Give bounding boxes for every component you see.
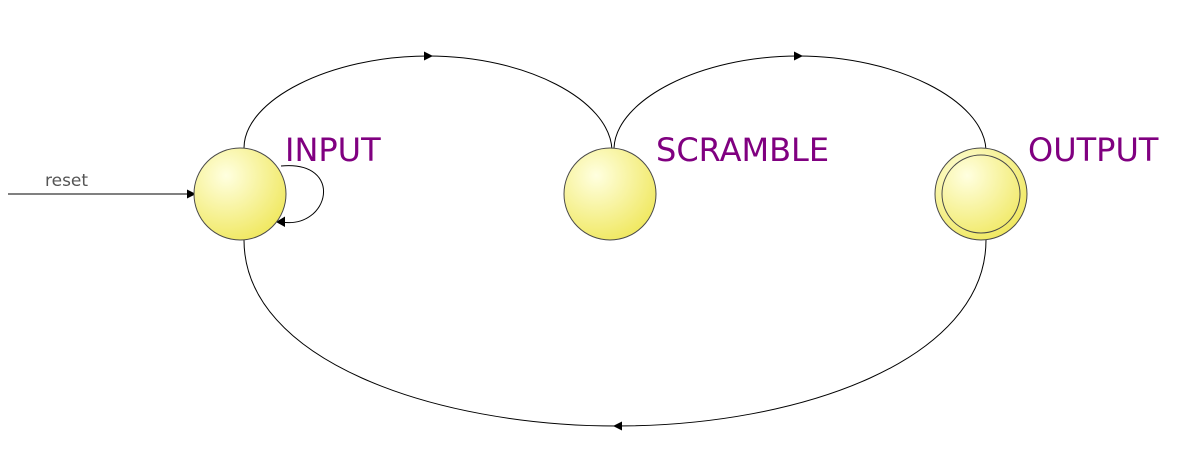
transition-input-self-loop xyxy=(280,165,324,224)
state-scramble xyxy=(563,147,657,241)
state-label-input: INPUT xyxy=(285,131,381,169)
reset-arrowhead xyxy=(187,189,196,199)
state-label-output: OUTPUT xyxy=(1028,131,1159,169)
state-output-accepting-ring xyxy=(941,154,1021,234)
transition-output-to-input xyxy=(243,239,987,427)
reset-label: reset xyxy=(45,171,88,191)
arrowhead-input-self-loop xyxy=(276,216,285,227)
state-label-scramble: SCRAMBLE xyxy=(656,131,829,169)
arrowhead-output-to-input xyxy=(613,421,622,431)
state-output xyxy=(934,147,1028,241)
arrowhead-scramble-to-output xyxy=(794,51,803,61)
state-input xyxy=(193,147,287,241)
arrowhead-input-to-scramble xyxy=(424,51,433,61)
